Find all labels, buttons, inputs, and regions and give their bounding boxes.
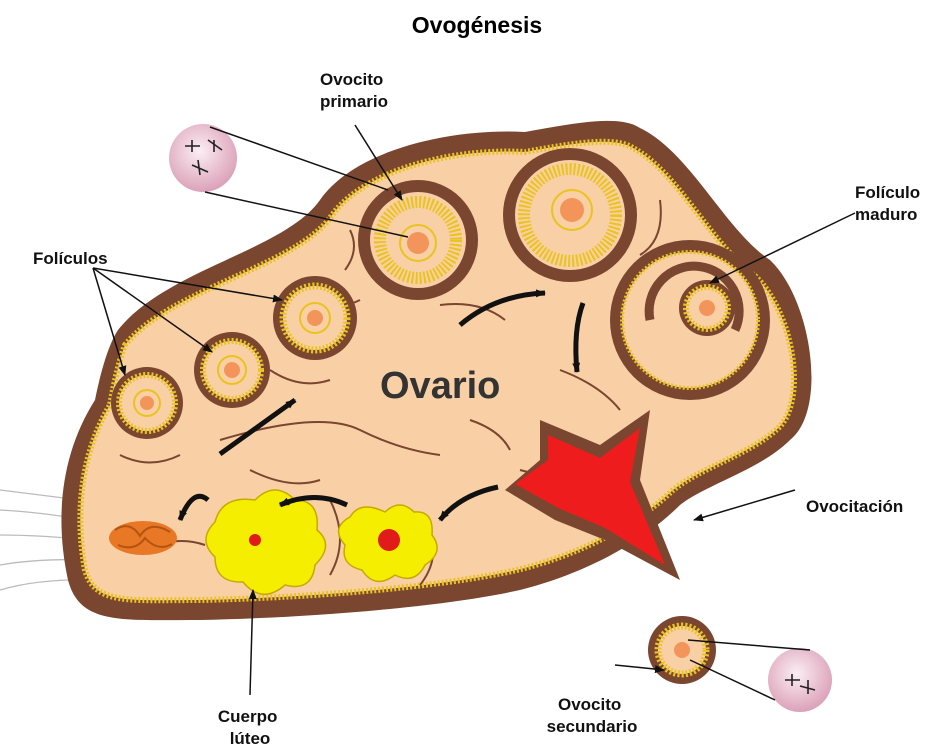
chromosome-cell-top <box>169 124 237 192</box>
follicle-primary-oocyte <box>358 180 478 300</box>
label-ovario: Ovario <box>380 365 500 407</box>
label-foliculo-maduro: Folículo maduro <box>855 183 925 224</box>
corpus-albicans <box>109 521 177 555</box>
label-ovocito-secundario: Ovocito secundario <box>547 695 638 736</box>
secondary-oocyte <box>648 616 716 684</box>
page-title: Ovogénesis <box>412 12 542 38</box>
label-cuerpo-luteo: Cuerpo lúteo <box>218 707 282 748</box>
label-ovocitacion: Ovocitación <box>806 497 903 516</box>
chromosome-cell-bottom <box>768 648 832 712</box>
label-ovocito-primario: Ovocito primario <box>320 70 388 111</box>
follicle-growing <box>503 148 637 282</box>
follicle-small-2 <box>194 332 270 408</box>
label-foliculos: Folículos <box>33 249 108 268</box>
follicle-mature <box>610 240 770 400</box>
follicle-small-1 <box>111 367 183 439</box>
follicle-small-3 <box>273 276 357 360</box>
